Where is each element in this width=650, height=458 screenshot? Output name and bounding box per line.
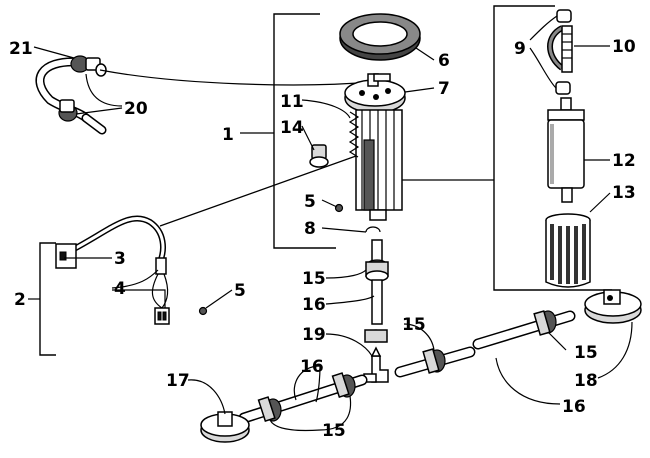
clip bbox=[365, 226, 381, 233]
vent-line bbox=[99, 69, 373, 86]
callout-13: 13 bbox=[612, 183, 636, 203]
bulkhead-fitting-right bbox=[584, 289, 642, 324]
assembly-bracket-main bbox=[402, 5, 612, 291]
callout-14: 14 bbox=[280, 118, 304, 138]
right-fuel-line bbox=[394, 346, 476, 378]
callout-8: 8 bbox=[304, 219, 316, 239]
vent-hose-assembly bbox=[35, 55, 107, 135]
callout-17: 17 bbox=[166, 371, 190, 391]
callout-19: 19 bbox=[302, 325, 326, 345]
callout-21: 21 bbox=[9, 39, 33, 59]
callout-20: 20 bbox=[124, 99, 148, 119]
callout-1: 1 bbox=[222, 125, 234, 145]
long-fuel-line bbox=[472, 310, 576, 350]
assembly-bracket-1 bbox=[240, 13, 336, 249]
left-fuel-line bbox=[238, 372, 368, 424]
callout-11: 11 bbox=[280, 92, 304, 112]
callout-7: 7 bbox=[438, 79, 450, 99]
callout-15-vertical: 15 bbox=[302, 269, 326, 289]
bulkhead-fitting-left bbox=[200, 411, 250, 443]
screw-upper bbox=[334, 203, 344, 213]
callout-18: 18 bbox=[574, 371, 598, 391]
vertical-fuel-line bbox=[364, 239, 389, 343]
assembly-bracket-2 bbox=[28, 242, 56, 356]
callout-5-upper: 5 bbox=[304, 192, 316, 212]
callout-6: 6 bbox=[438, 51, 450, 71]
callout-16-left: 16 bbox=[300, 357, 324, 377]
leader-lines bbox=[33, 15, 633, 432]
pump-module-body bbox=[355, 109, 403, 221]
spring bbox=[348, 111, 360, 158]
callout-labels: 21 20 1 14 11 5 8 6 7 9 10 12 13 3 4 2 5… bbox=[9, 37, 636, 441]
callout-15-left: 15 bbox=[322, 421, 346, 441]
tee-fitting bbox=[363, 346, 389, 383]
callout-9: 9 bbox=[514, 39, 526, 59]
hose-clamps bbox=[547, 9, 573, 95]
callout-5-lower: 5 bbox=[234, 281, 246, 301]
callout-3: 3 bbox=[114, 249, 126, 269]
lock-ring bbox=[339, 13, 421, 61]
callout-12: 12 bbox=[612, 151, 636, 171]
callout-2: 2 bbox=[14, 290, 26, 310]
callout-10: 10 bbox=[612, 37, 636, 57]
fuel-pump bbox=[547, 97, 585, 203]
callout-4: 4 bbox=[114, 279, 126, 299]
callout-16-vertical: 16 bbox=[302, 295, 326, 315]
harness-connection-line bbox=[159, 155, 357, 227]
callout-16-right: 16 bbox=[562, 397, 586, 417]
fuel-filter bbox=[545, 213, 591, 288]
wiring-harness bbox=[55, 215, 170, 325]
screw-lower bbox=[198, 306, 208, 316]
grommet bbox=[309, 144, 329, 168]
sender-flange bbox=[344, 73, 406, 114]
callout-15-mid: 15 bbox=[402, 315, 426, 335]
callout-15-right: 15 bbox=[574, 343, 598, 363]
